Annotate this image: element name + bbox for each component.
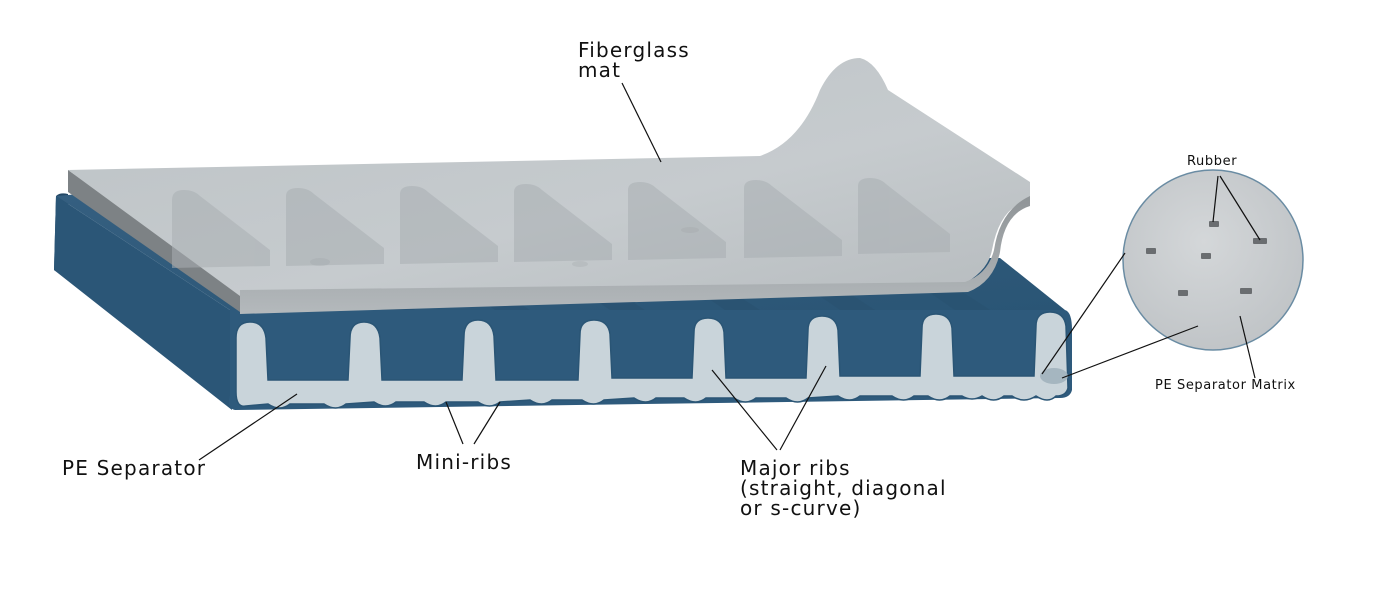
pe-separator-matrix-label: PE Separator Matrix [1155,378,1296,393]
magnifier-spot [1040,368,1068,384]
major-ribs-label: Major ribs (straight, diagonal or s-curv… [740,456,947,520]
mini-ribs-label: Mini-ribs [416,450,512,474]
leader-lines [198,82,1261,461]
fiberglass-mat [68,58,1030,314]
pe-separator-matrix-magnified [1122,169,1304,351]
pe-separator-label: PE Separator [62,456,207,480]
separator-cross-section [235,311,1069,409]
rubber-label: Rubber [1187,154,1238,169]
fiberglass-mat-label: Fiberglass mat [578,38,690,82]
